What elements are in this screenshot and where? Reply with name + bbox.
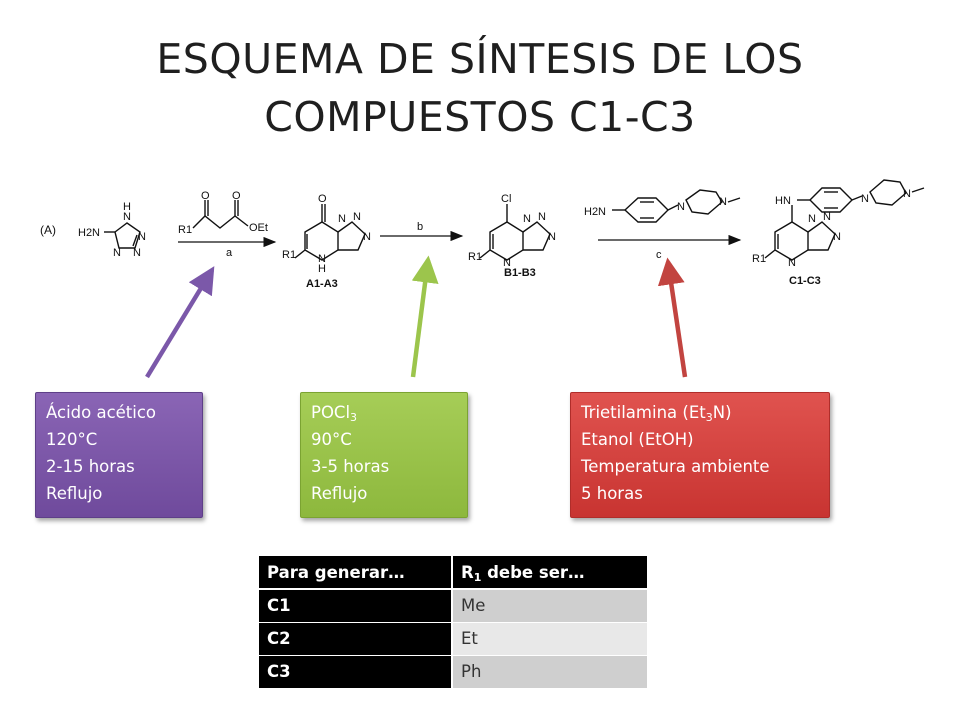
atom-label-n: N xyxy=(808,213,816,225)
atom-label-n: N xyxy=(538,211,546,223)
atom-label-h2n: H2N xyxy=(78,227,100,239)
r1-substituent-table: Para generar… R1 debe ser… C1 Me C2 Et C… xyxy=(259,556,647,689)
atom-label-h: H xyxy=(123,201,131,213)
atom-label-n: N xyxy=(548,231,556,243)
reagent-label-a: a xyxy=(226,247,233,259)
atom-label-n: N xyxy=(138,231,146,243)
atom-label-n: N xyxy=(903,188,911,200)
table-row: C2 Et xyxy=(259,622,647,656)
conditions-box-c: Trietilamina (Et3N) Etanol (EtOH) Temper… xyxy=(570,392,830,518)
table-cell-r1: Ph xyxy=(452,655,647,689)
compound-b-structure xyxy=(479,204,551,261)
ketoester-structure xyxy=(192,200,249,229)
table-cell-r1: Me xyxy=(452,589,647,623)
title-line-1: ESQUEMA DE SÍNTESIS DE LOS xyxy=(156,35,804,83)
atom-label-h2n: H2N xyxy=(584,206,606,218)
table-cell-compound: C1 xyxy=(259,589,453,623)
table-cell-r1: Et xyxy=(452,622,647,656)
condition-c-line-2: Etanol (EtOH) xyxy=(581,430,694,449)
atom-label-o: O xyxy=(232,190,241,202)
atom-label-n: N xyxy=(523,213,531,225)
atom-label-r1: R1 xyxy=(178,224,192,236)
atom-label-n: N xyxy=(719,196,727,208)
atom-label-oet: OEt xyxy=(249,222,268,234)
condition-c-line-4: 5 horas xyxy=(581,484,643,503)
conditions-box-a: Ácido acético 120°C 2-15 horas Reflujo xyxy=(35,392,203,518)
atom-label-n: N xyxy=(113,247,121,259)
atom-label-h: H xyxy=(318,263,326,275)
reagent-label-c: c xyxy=(656,249,662,261)
atom-label-n: N xyxy=(677,201,685,213)
compound-label-a: A1-A3 xyxy=(306,278,338,290)
condition-b-line-1: POCl3 xyxy=(311,403,358,424)
atom-label-hn: HN xyxy=(775,195,791,207)
condition-b-line-3: 3-5 horas xyxy=(311,457,390,476)
atom-label-n: N xyxy=(338,213,346,225)
pointer-arrow-b xyxy=(410,255,439,378)
table-row: C3 Ph xyxy=(259,655,647,689)
compound-label-b: B1-B3 xyxy=(504,267,536,279)
atom-label-o: O xyxy=(201,190,210,202)
condition-a-line-2: 120°C xyxy=(46,430,98,449)
title-line-2: COMPUESTOS C1-C3 xyxy=(264,93,696,141)
atom-label-n: N xyxy=(861,193,869,205)
atom-label-n: N xyxy=(318,253,326,265)
atom-label-r1: R1 xyxy=(752,253,766,265)
aminotriazole-structure xyxy=(104,222,141,249)
atom-label-r1: R1 xyxy=(468,251,482,263)
condition-a-line-3: 2-15 horas xyxy=(46,457,135,476)
atom-label-n: N xyxy=(833,231,841,243)
compound-a-structure xyxy=(294,204,366,261)
table-header-compound: Para generar… xyxy=(259,556,453,590)
atom-label-n: N xyxy=(823,211,831,223)
atom-label-cl: Cl xyxy=(501,193,511,205)
pointer-arrow-c xyxy=(657,257,688,378)
condition-a-line-4: Reflujo xyxy=(46,484,103,503)
reagent-label-b: b xyxy=(417,221,423,233)
compound-c-structure xyxy=(764,179,925,261)
panel-label: (A) xyxy=(40,223,56,237)
compound-label-c: C1-C3 xyxy=(789,275,821,287)
atom-label-n: N xyxy=(353,211,361,223)
slide-title: ESQUEMA DE SÍNTESIS DE LOS COMPUESTOS C1… xyxy=(0,30,960,146)
atom-label-n: N xyxy=(503,257,511,269)
table-cell-compound: C2 xyxy=(259,622,453,656)
atom-label-n: N xyxy=(363,231,371,243)
atom-label-n: N xyxy=(123,211,131,223)
condition-b-line-4: Reflujo xyxy=(311,484,368,503)
condition-c-line-1: Trietilamina (Et3N) xyxy=(581,403,732,424)
table-header-row: Para generar… R1 debe ser… xyxy=(259,556,647,590)
table-header-r1: R1 debe ser… xyxy=(452,556,647,590)
conditions-box-b: POCl3 90°C 3-5 horas Reflujo xyxy=(300,392,468,518)
amine-reagent-structure xyxy=(612,189,741,223)
atom-label-n: N xyxy=(788,257,796,269)
condition-b-line-2: 90°C xyxy=(311,430,352,449)
condition-a-line-1: Ácido acético xyxy=(46,403,157,422)
condition-c-line-3: Temperatura ambiente xyxy=(581,457,770,476)
table-cell-compound: C3 xyxy=(259,655,453,689)
pointer-arrow-a xyxy=(145,266,215,379)
atom-label-r1: R1 xyxy=(282,249,296,261)
atom-label-n: N xyxy=(133,247,141,259)
atom-label-o: O xyxy=(318,193,327,205)
table-row: C1 Me xyxy=(259,589,647,623)
